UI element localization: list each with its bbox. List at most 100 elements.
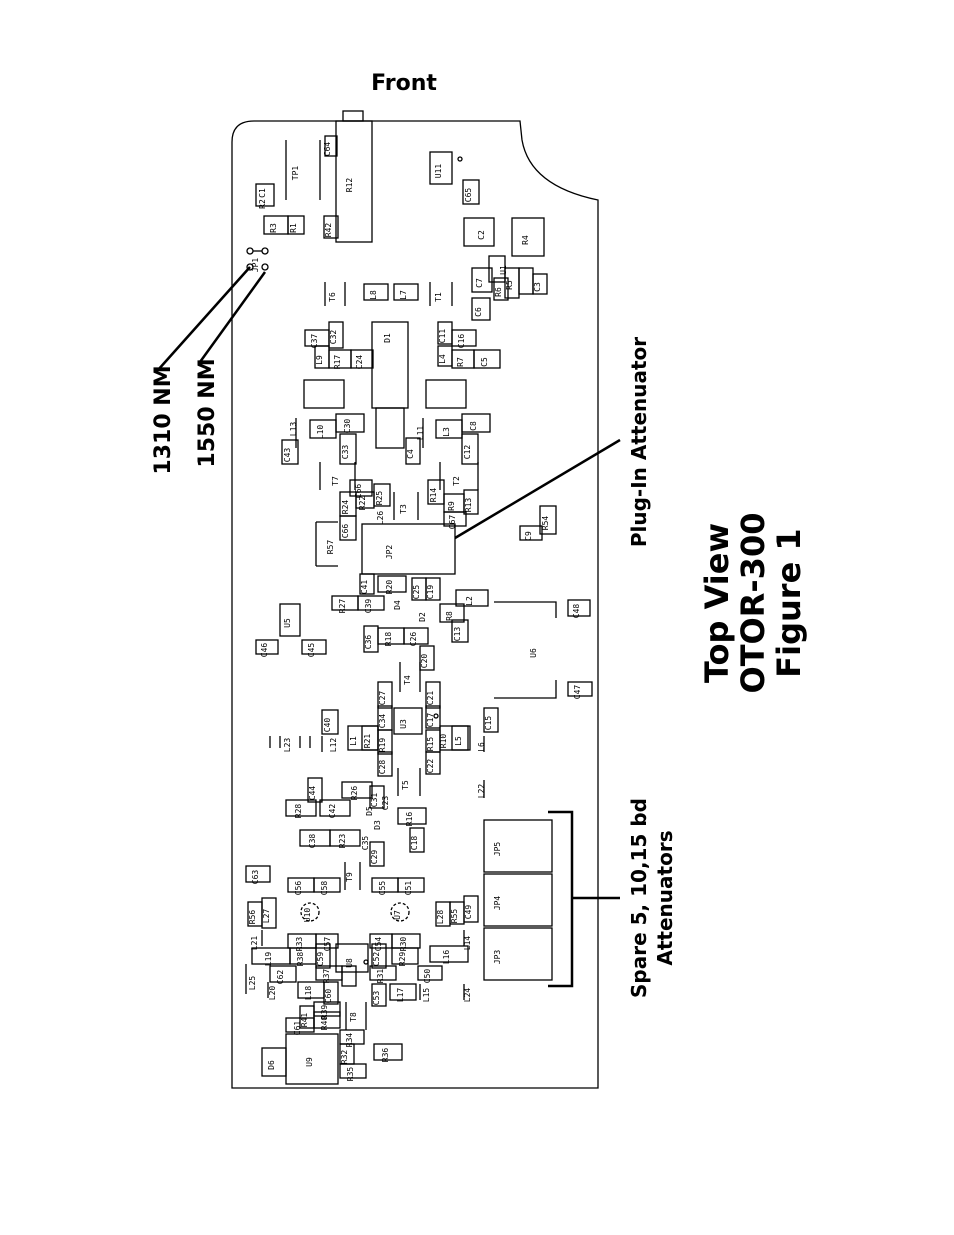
component-label-c29: C29 [370,850,379,865]
component-label-r36: R36 [381,1048,390,1063]
component-label-c24: C24 [355,355,364,370]
component-label-jp3: JP3 [493,950,502,965]
component-label-c22: C22 [426,759,435,774]
component-label-c66: C66 [354,484,363,499]
component-label-l7: L7 [399,290,408,300]
component-label-c17: C17 [426,713,435,728]
component-label-l13: L13 [289,422,298,437]
component-label-c4: C4 [406,449,415,459]
component-label-r7: R7 [456,357,465,367]
component-label-c65: C65 [464,188,473,203]
component-label-r10: R10 [439,734,448,749]
component-label-l2: L2 [465,596,474,606]
component-label-c13: C13 [453,627,462,642]
component-label-c34: C34 [378,714,387,729]
component-label-c56: C56 [294,881,303,896]
front-connector [342,110,364,122]
component-label-l19: L19 [264,952,273,967]
component-label-r41: R41 [300,1013,309,1028]
component-label-r13: R13 [464,498,473,513]
component-label-c42: C42 [328,804,337,819]
component-label-r19: R19 [378,738,387,753]
component-label-t2: T2 [452,476,461,486]
component-label-r12: R12 [345,178,354,193]
component-label-c21: C21 [426,691,435,706]
component-label-c6: C6 [474,307,483,317]
label-plugin-attenuator: Plug-In Attenuator [627,337,651,547]
component-label-c57: C57 [323,937,332,952]
component-label-r17: R17 [333,355,342,370]
component-label-c3: C3 [533,282,542,292]
component-label-r2: R2 [258,199,267,209]
leader-1550 [198,271,267,363]
component-label-r9: R9 [447,501,456,511]
component-label-t7: T7 [331,476,340,486]
component-label-r4: R4 [521,235,530,245]
component-label-r31: R31 [376,969,385,984]
component-label-c49: C49 [464,905,473,920]
component-label-r14: R14 [429,488,438,503]
component-label-r29: R29 [398,952,407,967]
component-label-l21: L21 [250,936,259,951]
component-label-c67: C67 [448,515,457,530]
component-label-c15: C15 [484,716,493,731]
component-label-d3: D3 [373,820,382,830]
component-label-l27: L27 [262,909,271,924]
component-label-l9: L9 [315,355,324,365]
board-outline [231,120,599,1089]
component-label-c35: C35 [361,836,370,851]
component-label-t6: T6 [328,292,337,302]
component-label-c5: C5 [480,357,489,367]
component-label-c31: C31 [370,793,379,808]
component-label-t4: T4 [403,675,412,685]
component-label-l8: L8 [369,290,378,300]
component-label-d4: D4 [393,600,402,610]
component-label-d1: D1 [383,333,392,343]
component-label-tp1: TP1 [291,166,300,181]
component-label-r35: R35 [346,1067,355,1082]
component-label-c12: C12 [463,445,472,460]
component-label-c48: C48 [572,604,581,619]
component-label-c39: C39 [364,599,373,614]
component-label-c64: C64 [323,142,332,157]
component-label-r39: R39 [320,1005,329,1020]
component-label-c1: C1 [258,188,267,198]
component-label-r22: R22 [358,496,367,511]
component-label-r28: R28 [294,804,303,819]
title-otor-300: OTOR-300 [734,513,772,694]
component-label-r18: R18 [384,632,393,647]
component-label-jp1: JP1 [251,258,260,273]
component-label-r42: R42 [324,223,333,238]
component-label-t1: T1 [434,292,443,302]
component-label-jp2: JP2 [385,545,394,560]
component-label-c7: C7 [475,278,484,288]
component-label-r54: R54 [541,516,550,531]
component-label-l23: L23 [283,738,292,753]
component-label-c58: C58 [320,881,329,896]
component-label-u9: U9 [305,1057,314,1067]
component-label-u7: U7 [393,910,402,920]
component-label-c36: C36 [364,635,373,650]
component-label-d5: D5 [365,806,374,816]
component-label-l28: L28 [436,910,445,925]
component-label-r26: R26 [350,786,359,801]
component-label-c40: C40 [323,718,332,733]
component-label-r30: R30 [399,937,408,952]
component-label-u6: U6 [529,648,538,658]
component-label-c38: C38 [308,834,317,849]
component-label-c50: C50 [423,969,432,984]
component-label-u11: U11 [434,164,443,179]
component-label-l24: L24 [463,988,472,1003]
component-label-u1: U1 [499,265,508,275]
component-label-l15: L15 [422,988,431,1003]
leader-1310 [157,266,251,371]
component-label-r57: R57 [326,540,335,555]
component-label-r38: R38 [296,952,305,967]
component-label-jp5: JP5 [493,842,502,857]
component-label-c62: C62 [276,970,285,985]
component-label-r5: R5 [505,280,514,290]
component-label-c43: C43 [283,448,292,463]
component-label-l18: L18 [304,986,313,1001]
component-label-l26: L26 [376,511,385,526]
component-label-r16: R16 [405,812,414,827]
